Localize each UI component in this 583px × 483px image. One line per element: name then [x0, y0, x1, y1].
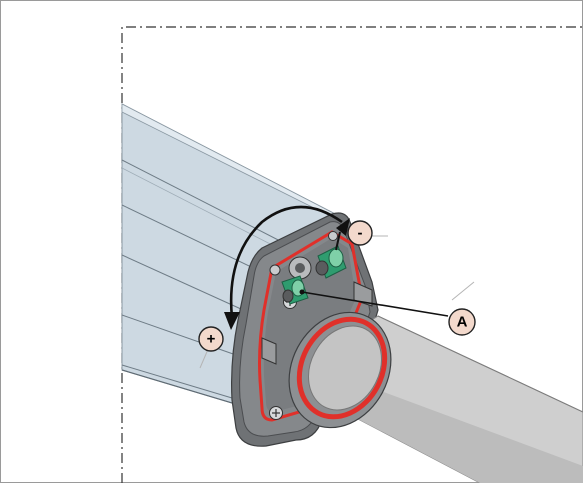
cable-clip: [261, 337, 277, 365]
plus-label: +: [207, 331, 216, 348]
guide-line: [451, 281, 475, 301]
screw-icon: [269, 406, 283, 420]
callout-leader-line: [301, 291, 449, 317]
tube-shade: [318, 372, 583, 483]
cable-clip: [353, 281, 373, 307]
tube-top-edge: [377, 315, 583, 413]
plus-badge: +: [198, 326, 224, 352]
callout-a-badge: A: [448, 308, 476, 336]
screw-hole: [269, 264, 281, 276]
minus-label: -: [358, 225, 363, 242]
profile-groove-line: [121, 167, 283, 251]
drive-tube: [288, 311, 583, 483]
minus-badge: -: [347, 220, 373, 246]
end-cap: [231, 212, 379, 447]
tube-end: [308, 325, 382, 411]
tube-seal-ring: [296, 316, 388, 420]
limit-screw-upper: [315, 245, 347, 279]
reference-boundary-line: [121, 26, 583, 483]
profile-groove-line: [121, 364, 233, 399]
screw-hole: [328, 231, 338, 241]
profile-groove-line: [121, 159, 287, 245]
profile-groove-line: [121, 204, 271, 277]
callout-leader-dot: [299, 289, 305, 295]
limit-screw-boss-hole: [295, 263, 305, 273]
callout-a-label: A: [457, 314, 468, 331]
rotation-arrow-icon: [224, 205, 350, 330]
